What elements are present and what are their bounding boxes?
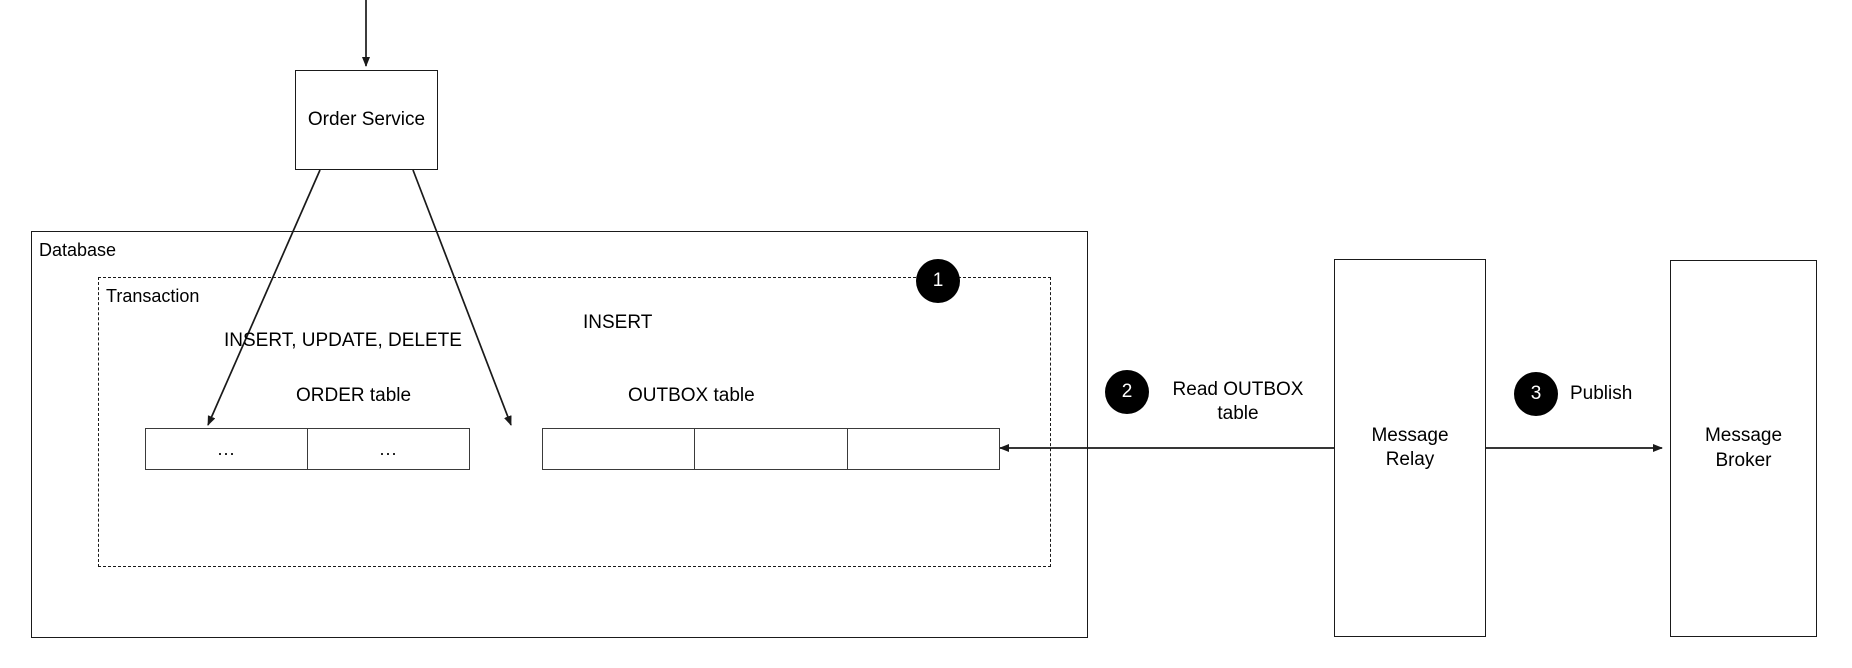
outbox-table xyxy=(542,428,1000,470)
step-badge-3: 3 xyxy=(1514,372,1558,416)
outbox-table-cell xyxy=(543,429,696,469)
node-message-broker-label: Message Broker xyxy=(1704,425,1783,471)
order-table-label: ORDER table xyxy=(296,385,412,406)
container-transaction-label: Transaction xyxy=(106,286,200,306)
container-database xyxy=(31,231,1088,638)
order-table-cell: ... xyxy=(146,429,308,469)
edge-label-insert: INSERT xyxy=(583,312,653,333)
node-message-relay-label: Message Relay xyxy=(1371,424,1449,470)
order-table: ... ... xyxy=(145,428,470,470)
outbox-table-label: OUTBOX table xyxy=(628,385,755,406)
outbox-table-cell xyxy=(695,429,848,469)
node-message-relay[interactable]: Message Relay xyxy=(1334,259,1486,637)
outbox-table-cell xyxy=(848,429,999,469)
step-badge-1-label: 1 xyxy=(932,270,944,291)
edge-label-insert-update-delete: INSERT, UPDATE, DELETE xyxy=(224,330,462,351)
step-badge-2: 2 xyxy=(1105,370,1149,414)
step-badge-3-label: 3 xyxy=(1530,383,1542,404)
order-table-cell: ... xyxy=(379,438,398,459)
edge-label-publish: Publish xyxy=(1570,383,1633,404)
node-order-service-label: Order Service xyxy=(307,108,426,130)
container-transaction xyxy=(98,277,1051,567)
node-message-broker[interactable]: Message Broker xyxy=(1670,260,1817,637)
node-order-service[interactable]: Order Service xyxy=(295,70,438,170)
container-database-label: Database xyxy=(39,240,117,260)
step-badge-1: 1 xyxy=(916,259,960,303)
step-badge-2-label: 2 xyxy=(1121,381,1133,402)
edge-label-read-outbox-table: Read OUTBOX table xyxy=(1172,379,1304,424)
